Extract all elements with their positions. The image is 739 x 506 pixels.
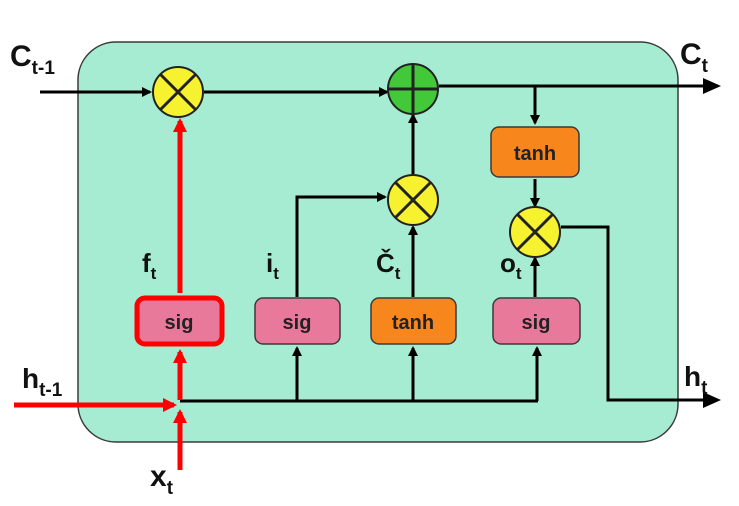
label-i-t: it bbox=[266, 248, 279, 283]
edge-input-gate-to-mult bbox=[295, 192, 387, 297]
edge-output-mult-to-ht bbox=[561, 225, 721, 408]
gate-cell-tanh: tanh bbox=[490, 126, 580, 178]
output-multiply-icon bbox=[509, 206, 561, 258]
connections bbox=[40, 78, 721, 408]
gate-input-label: sig bbox=[283, 312, 312, 334]
cell-add-icon bbox=[387, 63, 439, 115]
label-h-prev: ht-1 bbox=[22, 363, 63, 401]
label-o-t: ot bbox=[500, 248, 522, 283]
gate-candidate: tanh bbox=[370, 297, 457, 345]
label-c-prev: Ct-1 bbox=[10, 40, 55, 79]
gate-forget: sig bbox=[134, 295, 225, 347]
gate-cell-tanh-label: tanh bbox=[514, 143, 556, 165]
gate-output-label: sig bbox=[522, 312, 551, 334]
label-c-t: Ct bbox=[680, 38, 709, 77]
gate-input: sig bbox=[254, 297, 341, 345]
forget-path-highlight bbox=[14, 118, 187, 470]
label-h-t: ht bbox=[684, 361, 708, 399]
forget-multiply-icon bbox=[152, 66, 204, 118]
label-f-t: ft bbox=[142, 248, 157, 283]
gate-candidate-label: tanh bbox=[392, 312, 434, 334]
gate-forget-label: sig bbox=[165, 312, 194, 334]
input-multiply-icon bbox=[387, 174, 439, 226]
label-candidate-t: Čt bbox=[376, 248, 401, 283]
label-x-t: xt bbox=[150, 460, 174, 499]
gate-output: sig bbox=[492, 297, 581, 345]
